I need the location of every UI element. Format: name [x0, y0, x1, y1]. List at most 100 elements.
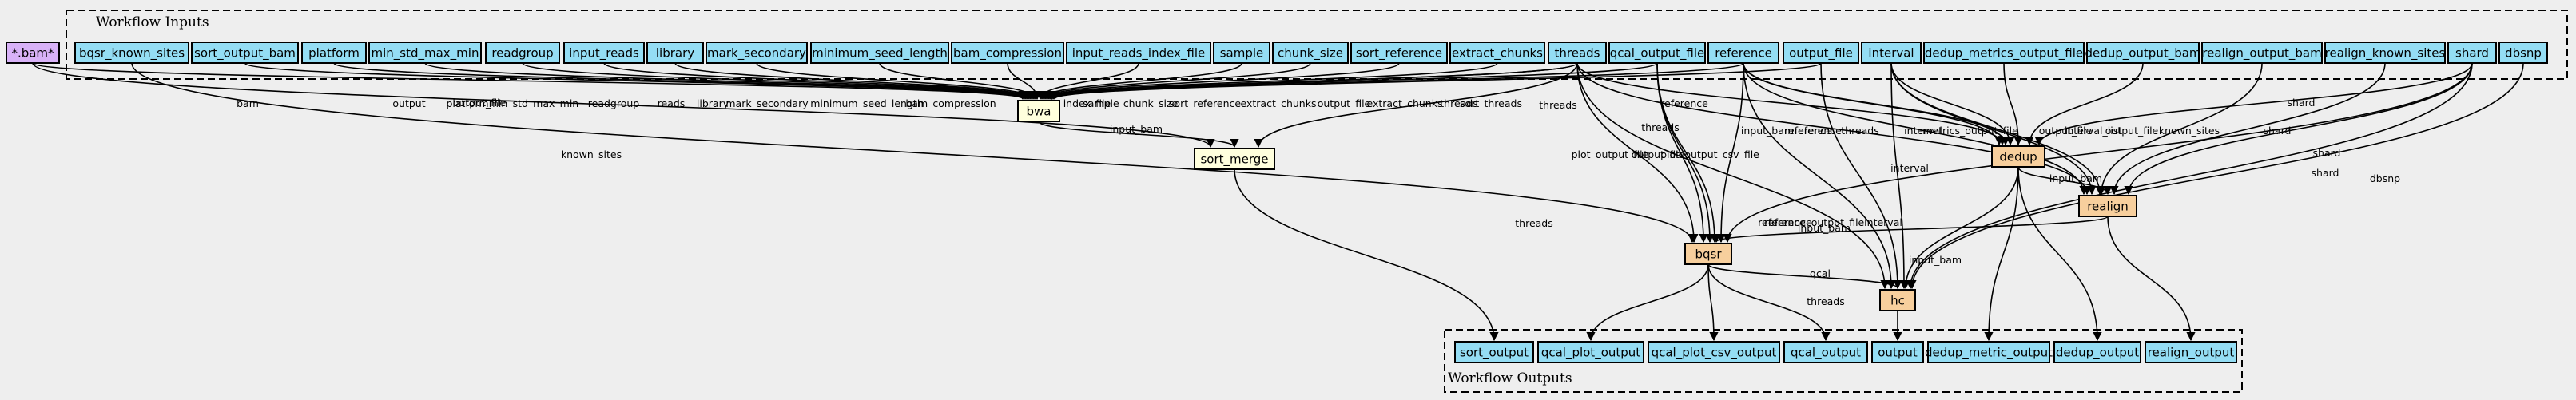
- input-node-input-reads[interactable]: input_reads: [563, 42, 645, 64]
- output-node-out-dedup-output[interactable]: dedup_output: [2053, 341, 2141, 363]
- edge-label-minimum-seed-length-bwa: minimum_seed_length: [810, 97, 924, 109]
- node-box: [2324, 42, 2446, 64]
- edge-bqsr-to-out-qcal-plot-csv-output: [1707, 263, 1719, 342]
- node-label: interval: [1868, 46, 1914, 61]
- input-node-input-reads-index-file[interactable]: input_reads_index_file: [1066, 42, 1211, 64]
- output-node-out-qcal-plot-output[interactable]: qcal_plot_output: [1537, 341, 1644, 363]
- input-node-output-file[interactable]: output_file: [1783, 42, 1859, 64]
- input-node-interval[interactable]: interval: [1861, 42, 1922, 64]
- node-label: shard: [2455, 46, 2489, 61]
- input-node-readgroup[interactable]: readgroup: [485, 42, 560, 64]
- edge-label-bam-compression-bwa: bam_compression: [905, 97, 996, 109]
- node-box: [1991, 145, 2045, 168]
- input-node-extract-chunks[interactable]: extract_chunks: [1449, 42, 1545, 64]
- input-node-dedup-metrics-output-file[interactable]: dedup_metrics_output_file: [1923, 42, 2085, 64]
- node-box: [1454, 341, 1534, 363]
- input-node-min-std-max-min[interactable]: min_std_max_min: [368, 42, 482, 64]
- edge-label-bwa-sort-merge: input_bam: [1110, 123, 1163, 135]
- step-node-bwa[interactable]: bwa: [1017, 100, 1060, 122]
- step-node-sort-merge[interactable]: sort_merge: [1194, 148, 1275, 170]
- node-label: sample: [1220, 46, 1264, 61]
- edge-reference-realign: [1743, 62, 2089, 196]
- input-node-shard[interactable]: shard: [2447, 42, 2497, 64]
- input-node-dedup-output-bam[interactable]: dedup_output_bam: [2085, 42, 2201, 64]
- input-node-sample[interactable]: sample: [1213, 42, 1270, 64]
- edge-shard-dedup: [2034, 62, 2473, 146]
- edge-readgroup-bwa: [522, 62, 1034, 101]
- edge-label-min-std-max-min-bwa: min_std_max_min: [489, 97, 578, 109]
- output-node-out-qcal-output[interactable]: qcal_output: [1783, 341, 1868, 363]
- node-box: [1923, 42, 2085, 64]
- node-box: [706, 42, 808, 64]
- edge-mark-secondary-bwa: [756, 62, 1039, 101]
- node-box: [1684, 243, 1732, 265]
- input-node-bqsr-known-sites[interactable]: bqsr_known_sites: [74, 42, 189, 64]
- step-node-dedup[interactable]: dedup: [1991, 145, 2045, 168]
- step-node-realign[interactable]: realign: [2078, 195, 2137, 217]
- output-node-out-output[interactable]: output: [1871, 341, 1924, 363]
- input-node-minimum-seed-length[interactable]: minimum_seed_length: [810, 42, 949, 64]
- edge-bwa-sort-merge: [1038, 121, 1239, 149]
- workflow-inputs-label: Workflow Inputs: [96, 14, 209, 30]
- node-label: threads: [1555, 46, 1600, 61]
- edge-label-chunk-size-bwa: chunk_size: [1123, 97, 1179, 109]
- node-label: input_reads_index_file: [1072, 46, 1206, 61]
- input-node-chunk-size[interactable]: chunk_size: [1272, 42, 1349, 64]
- input-node-library[interactable]: library: [646, 42, 704, 64]
- input-node-sort-output-bam[interactable]: sort_output_bam: [191, 42, 299, 64]
- input-node-realign-output-bam[interactable]: realign_output_bam: [2201, 42, 2323, 64]
- node-label: chunk_size: [1278, 46, 1343, 61]
- node-label: dedup_output_bam: [2085, 46, 2200, 61]
- edges-layer: [32, 62, 2524, 342]
- edge-label-shard-bqsr: shard: [2313, 147, 2341, 159]
- output-node-out-realign-output[interactable]: realign_output: [2145, 341, 2237, 363]
- node-box: [1871, 341, 1924, 363]
- node-box: [1066, 42, 1211, 64]
- edge-label-interval-dedup: interval: [1904, 125, 1942, 137]
- input-node-threads[interactable]: threads: [1548, 42, 1607, 64]
- node-label: bwa: [1027, 105, 1051, 119]
- edge-output-file-hc: [1820, 62, 1902, 290]
- bam-node-bam[interactable]: *.bam*: [6, 42, 60, 64]
- input-node-qcal-output-file[interactable]: qcal_output_file: [1608, 42, 1706, 64]
- workflow-outputs-cluster: Workflow Outputs: [1444, 329, 2243, 393]
- edge-shard-hc: [1906, 62, 2473, 290]
- node-label: reference: [1715, 46, 1772, 61]
- input-node-mark-secondary[interactable]: mark_secondary: [706, 42, 808, 64]
- input-node-reference[interactable]: reference: [1707, 42, 1779, 64]
- node-label: sort_output: [1460, 346, 1529, 361]
- input-node-realign-known-sites[interactable]: realign_known_sites: [2324, 42, 2446, 64]
- edge-threads-realign: [1576, 62, 2092, 196]
- input-node-sort-reference[interactable]: sort_reference: [1350, 42, 1448, 64]
- edge-minimum-seed-length-bwa: [879, 62, 1040, 101]
- output-node-out-qcal-plot-csv-output[interactable]: qcal_plot_csv_output: [1648, 341, 1780, 363]
- node-label: realign_known_sites: [2325, 46, 2446, 61]
- node-box: [2201, 42, 2323, 64]
- output-node-out-dedup-metric-output[interactable]: dedup_metric_output: [1925, 341, 2053, 363]
- edge-reference-dedup2: [1743, 62, 2010, 146]
- node-box: [2145, 341, 2237, 363]
- edge-label-dedup-hc: input_bam: [1909, 254, 1962, 266]
- node-label: *.bam*: [11, 46, 54, 61]
- node-box: [74, 42, 189, 64]
- input-node-bam-compression[interactable]: bam_compression: [951, 42, 1064, 64]
- node-label: bam_compression: [953, 46, 1062, 61]
- step-node-bqsr[interactable]: bqsr: [1684, 243, 1732, 265]
- node-label: qcal_plot_output: [1541, 346, 1640, 361]
- node-label: min_std_max_min: [372, 46, 479, 61]
- edge-label-reference-dedup2: reference: [1784, 125, 1832, 137]
- step-node-hc[interactable]: hc: [1879, 289, 1916, 311]
- node-box: [646, 42, 704, 64]
- input-node-platform[interactable]: platform: [301, 42, 367, 64]
- node-box: [1707, 42, 1779, 64]
- edge-extract-chunks-bwa: [1042, 62, 1498, 101]
- input-node-dbsnp[interactable]: dbsnp: [2498, 42, 2548, 64]
- edge-dedup-metrics-dedup: [2003, 62, 2023, 146]
- edge-realign-to-out-realign-output: [2107, 216, 2196, 342]
- output-node-out-sort-output[interactable]: sort_output: [1454, 341, 1534, 363]
- node-label: bqsr: [1695, 248, 1722, 262]
- edge-sort-merge-to-out-sort-output: [1234, 168, 1499, 342]
- edge-dedup-to-out-dedup-output: [2017, 166, 2102, 342]
- edge-label-reference-dedup: input_bam: [1741, 125, 1794, 137]
